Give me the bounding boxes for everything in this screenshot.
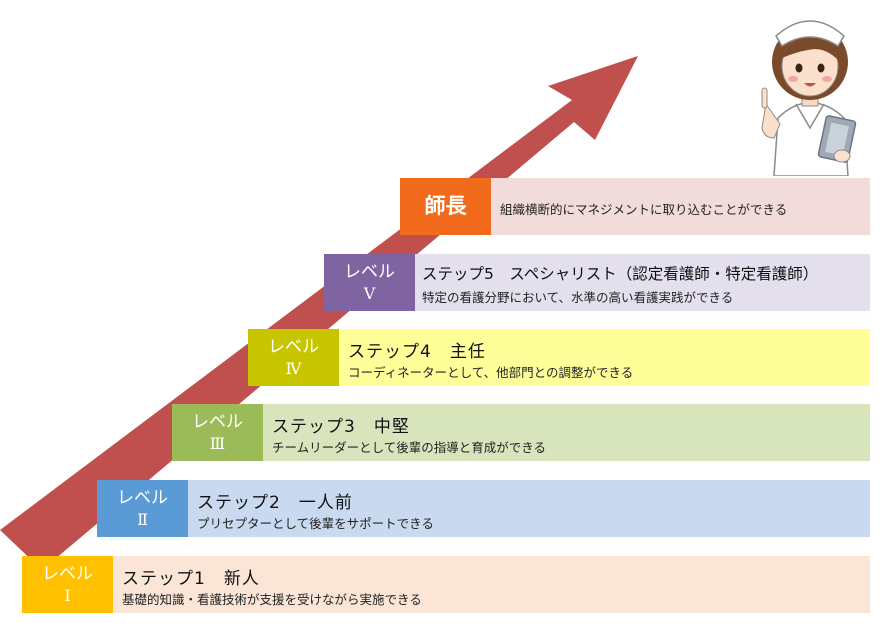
step-bar <box>491 178 870 235</box>
step-description: 特定の看護分野において、水準の高い看護実践ができる <box>422 290 734 305</box>
level-number: Ⅱ <box>137 509 148 529</box>
level-label: レベル <box>42 563 93 584</box>
level-label: レベル <box>192 411 243 432</box>
step-title: ステップ2 一人前 <box>197 493 353 513</box>
head-nurse-label: 師長 <box>424 194 467 218</box>
level-badge: レベル Ⅳ <box>248 329 339 386</box>
step-bar <box>415 254 870 311</box>
step-description: チームリーダーとして後輩の指導と育成ができる <box>272 440 547 455</box>
step-title: ステップ5 スペシャリスト（認定看護師・特定看護師） <box>422 265 819 283</box>
step-bar <box>339 329 870 386</box>
step-bar <box>188 480 870 537</box>
level-number: Ⅰ <box>64 585 71 605</box>
step-title: ステップ1 新人 <box>122 569 260 589</box>
step-row-3: レベル Ⅲ ステップ3 中堅 チームリーダーとして後輩の指導と育成ができる <box>172 404 870 461</box>
level-label: レベル <box>268 336 319 357</box>
step-row-4: レベル Ⅳ ステップ4 主任 コーディネーターとして、他部門との調整ができる <box>248 329 870 386</box>
level-badge: レベル Ⅰ <box>22 556 113 613</box>
step-row-5: レベル Ⅴ ステップ5 スペシャリスト（認定看護師・特定看護師） 特定の看護分野… <box>324 254 870 311</box>
level-number: Ⅲ <box>209 433 226 453</box>
head-nurse-badge: 師長 <box>400 178 491 235</box>
head-nurse-row: 師長 組織横断的にマネジメントに取り込むことができる <box>400 178 870 235</box>
nurse-illustration <box>761 20 857 176</box>
level-badge: レベル Ⅲ <box>172 404 263 461</box>
step-description: 基礎的知識・看護技術が支援を受けながら実施できる <box>122 592 422 607</box>
level-number: Ⅴ <box>363 283 376 303</box>
step-bar <box>263 404 870 461</box>
head-nurse-description: 組織横断的にマネジメントに取り込むことができる <box>500 202 788 217</box>
level-badge: レベル Ⅱ <box>97 480 188 537</box>
step-description: コーディネーターとして、他部門との調整ができる <box>348 365 634 380</box>
level-badge: レベル Ⅴ <box>324 254 415 311</box>
level-label: レベル <box>344 261 395 282</box>
level-label: レベル <box>117 487 168 508</box>
step-title: ステップ3 中堅 <box>272 417 410 437</box>
level-number: Ⅳ <box>285 358 302 378</box>
step-description: プリセプターとして後輩をサポートできる <box>197 516 434 531</box>
step-bar <box>113 556 870 613</box>
step-title: ステップ4 主任 <box>348 342 486 362</box>
step-row-2: レベル Ⅱ ステップ2 一人前 プリセプターとして後輩をサポートできる <box>97 480 870 537</box>
step-row-1: レベル Ⅰ ステップ1 新人 基礎的知識・看護技術が支援を受けながら実施できる <box>22 556 870 613</box>
